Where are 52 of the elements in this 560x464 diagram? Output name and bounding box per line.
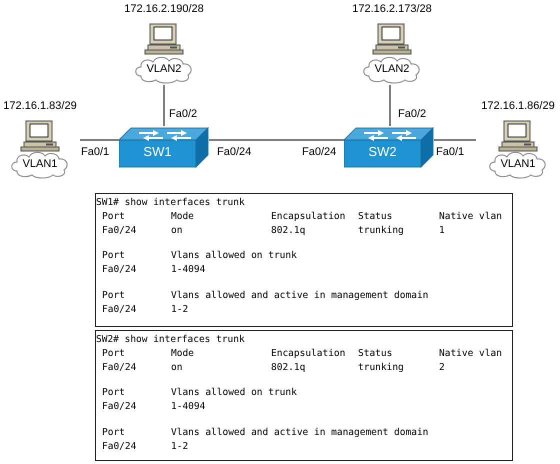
console-text: Port	[102, 250, 125, 261]
console-text: Status	[358, 348, 392, 359]
port-label: Fa0/24	[302, 146, 336, 158]
console-text: Port	[102, 387, 125, 398]
ip-address-label: 172.16.2.190/28	[123, 3, 205, 15]
console-text: Fa0/24	[102, 264, 136, 275]
console-text: Fa0/24	[102, 441, 136, 452]
switch-label: SW1	[142, 144, 173, 159]
ip-address-label: 172.16.1.86/29	[480, 100, 556, 112]
console-output-box	[95, 330, 513, 461]
port-label: Fa0/1	[436, 146, 464, 158]
console-text: trunking	[358, 362, 404, 373]
console-text: Fa0/24	[102, 225, 136, 236]
console-text: Vlans allowed on trunk	[171, 250, 297, 261]
console-output-box	[95, 193, 513, 327]
console-text: Port	[102, 211, 125, 222]
console-text: Vlans allowed and active in management domain	[171, 427, 428, 438]
port-label: Fa0/2	[398, 108, 426, 120]
port-label: Fa0/24	[217, 146, 252, 158]
console-text: on	[171, 225, 182, 236]
console-text: Vlans allowed and active in management domain	[171, 290, 428, 301]
ip-address-label: 172.16.2.173/28	[351, 3, 433, 15]
console-text: Mode	[171, 348, 194, 359]
port-label: Fa0/2	[169, 108, 198, 120]
console-text: Encapsulation	[271, 348, 346, 359]
console-text: 1-4094	[171, 401, 206, 412]
console-text: Port	[102, 290, 125, 301]
console-text: Vlans allowed on trunk	[171, 387, 297, 398]
console-text: 1-4094	[171, 264, 206, 275]
port-label: Fa0/1	[81, 146, 110, 158]
console-text: Native vlan	[439, 211, 502, 222]
console-text: 802.1q	[271, 225, 306, 236]
console-text: Port	[102, 348, 125, 359]
console-text: 1	[439, 225, 445, 236]
console-text: 802.1q	[271, 362, 306, 373]
console-text: 1-2	[171, 441, 188, 452]
console-text: Fa0/24	[102, 304, 136, 315]
console-text: 1-2	[171, 304, 188, 315]
console-text: Fa0/24	[102, 362, 136, 373]
console-text: Native vlan	[439, 348, 502, 359]
console-text: Encapsulation	[271, 211, 346, 222]
console-text: SW2# show interfaces trunk	[96, 334, 245, 345]
console-text: Mode	[171, 211, 194, 222]
console-text: Status	[358, 211, 392, 222]
console-text: on	[171, 362, 182, 373]
console-text: trunking	[358, 225, 404, 236]
console-text: Fa0/24	[102, 401, 136, 412]
ip-address-label: 172.16.1.83/29	[2, 100, 78, 112]
console-text: SW1# show interfaces trunk	[96, 197, 245, 208]
console-text: Port	[102, 427, 125, 438]
console-text: 2	[439, 362, 445, 373]
switch-label: SW2	[367, 144, 398, 159]
